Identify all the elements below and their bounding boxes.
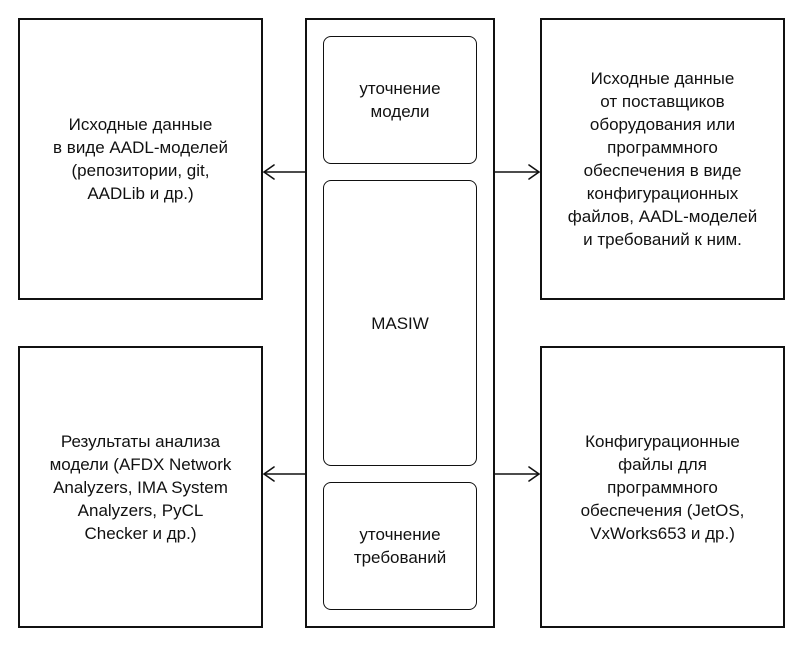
arrow-to-aadl-models [263, 164, 306, 180]
analysis-results-text: Результаты анализа модели (AFDX Network … [49, 431, 232, 543]
supplier-data-box: Исходные данные от поставщиков оборудова… [540, 18, 785, 300]
supplier-data-text: Исходные данные от поставщиков оборудова… [567, 69, 758, 249]
config-files-box: Конфигурационные файлы для программного … [540, 346, 785, 628]
analysis-results-box: Результаты анализа модели (AFDX Network … [18, 346, 263, 628]
aadl-models-input-text: Исходные данные в виде AADL-моделей (реп… [53, 115, 228, 203]
arrow-to-supplier-data [494, 164, 540, 180]
arrow-to-analysis-results [263, 466, 306, 482]
arrow-to-config-files [494, 466, 540, 482]
model-refinement-text: уточнение модели [359, 79, 441, 121]
requirements-refinement-block: уточнение требований [323, 482, 477, 610]
config-files-text: Конфигурационные файлы для программного … [580, 431, 745, 543]
requirements-refinement-text: уточнение требований [353, 525, 447, 567]
aadl-models-input-box: Исходные данные в виде AADL-моделей (реп… [18, 18, 263, 300]
model-refinement-block: уточнение модели [323, 36, 477, 164]
masiw-core-block: MASIW [323, 180, 477, 466]
masiw-title: MASIW [371, 313, 429, 333]
